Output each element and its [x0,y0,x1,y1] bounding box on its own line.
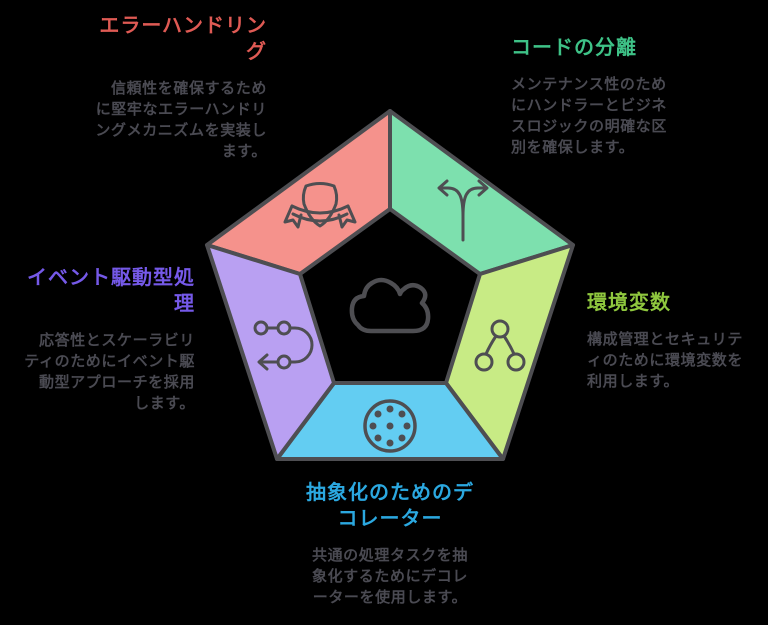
dots-circle-icon [363,399,417,453]
section-desc-environment-variables: 構成管理とセキュリテ ィのために環境変数を 利用します。 [587,331,744,390]
cloud-icon [349,277,431,334]
split-arrows-icon [437,179,489,242]
flow-loop-icon [253,320,314,371]
section-desc-event-driven: 応答性とスケーラビリ ティのためにイベント駆 動型アプローチを採用 します。 [24,332,195,412]
section-desc-error-handling: 信頼性を確保するため に堅牢なエラーハンドリ ングメカニズムを実装し ます。 [95,80,267,160]
section-title-code-separation: コードの分離 [511,37,637,59]
hierarchy-icon [474,319,526,372]
section-error-handling: エラーハンドリン グ 信頼性を確保するため に堅牢なエラーハンドリ ングメカニズ… [95,13,267,162]
segment-event-driven [205,243,336,461]
section-environment-variables: 環境変数 構成管理とセキュリテ ィのために環境変数を 利用します。 [587,290,743,392]
section-title-error-handling: エラーハンドリン グ [99,15,267,63]
section-desc-decorators: 共通の処理タスクを抽 象化するためにデコレ ーターを使用します。 [311,547,468,606]
section-desc-code-separation: メンテナンス性のため にハンドラーとビジネ スロジックの明確な区 別を確保します… [511,76,668,156]
section-decorators: 抽象化のためのデ コレーター 共通の処理タスクを抽 象化するためにデコレ ーター… [306,480,474,608]
section-code-separation: コードの分離 メンテナンス性のため にハンドラーとビジネ スロジックの明確な区 … [511,35,667,158]
section-title-environment-variables: 環境変数 [587,292,671,314]
section-title-event-driven: イベント駆動型処 理 [27,267,195,315]
section-title-decorators: 抽象化のためのデ コレーター [306,482,474,530]
badge-ribbon-icon [283,182,357,229]
section-event-driven: イベント駆動型処 理 応答性とスケーラビリ ティのためにイベント駆 動型アプロー… [24,265,195,414]
segment-icons [253,179,526,453]
